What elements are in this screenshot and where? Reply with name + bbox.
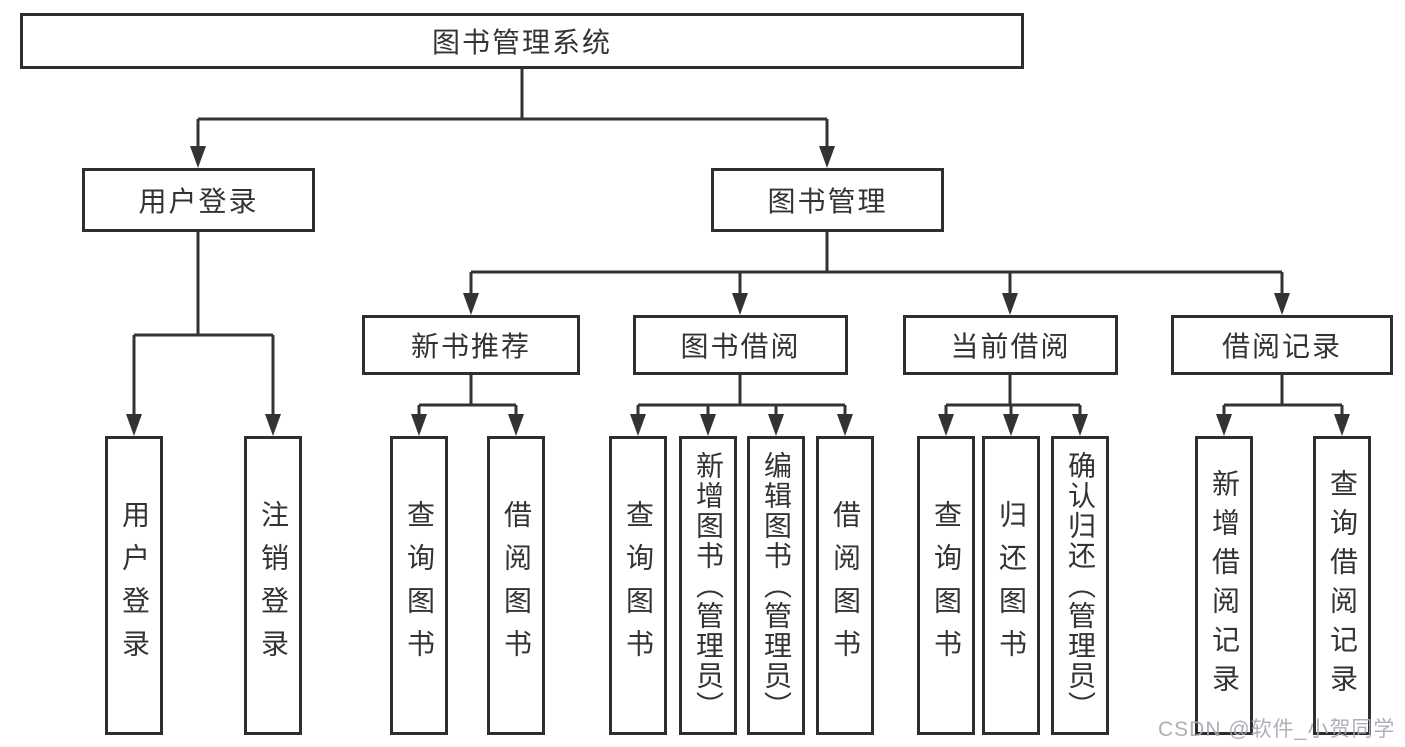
node-book-borrowing: 图书借阅: [633, 315, 848, 375]
leaf-borrow-books-recommend: 借阅图书: [487, 436, 545, 735]
node-borrowing-records: 借阅记录: [1171, 315, 1393, 375]
leaf-confirm-return-admin: 确认归还（管理员）: [1051, 436, 1109, 735]
leaf-return-books: 归还图书: [982, 436, 1040, 735]
csdn-watermark: CSDN @软件_小贺同学: [1158, 718, 1396, 741]
node-book-management: 图书管理: [711, 168, 944, 232]
leaf-user-login: 用户登录: [105, 436, 163, 735]
node-new-book-recommend: 新书推荐: [362, 315, 580, 375]
leaf-add-books-admin: 新增图书（管理员）: [679, 436, 737, 735]
leaf-logout-login: 注销登录: [244, 436, 302, 735]
leaf-query-books-recommend: 查询图书: [390, 436, 448, 735]
node-user-login: 用户登录: [82, 168, 315, 232]
leaf-query-borrow-record: 查询借阅记录: [1313, 436, 1371, 735]
leaf-edit-books-admin: 编辑图书（管理员）: [747, 436, 805, 735]
leaf-add-borrow-record: 新增借阅记录: [1195, 436, 1253, 735]
node-library-management-system: 图书管理系统: [20, 13, 1024, 69]
leaf-borrow-books-borrowing: 借阅图书: [816, 436, 874, 735]
leaf-query-books-borrowing: 查询图书: [609, 436, 667, 735]
leaf-query-books-current: 查询图书: [917, 436, 975, 735]
node-current-borrowing: 当前借阅: [903, 315, 1118, 375]
